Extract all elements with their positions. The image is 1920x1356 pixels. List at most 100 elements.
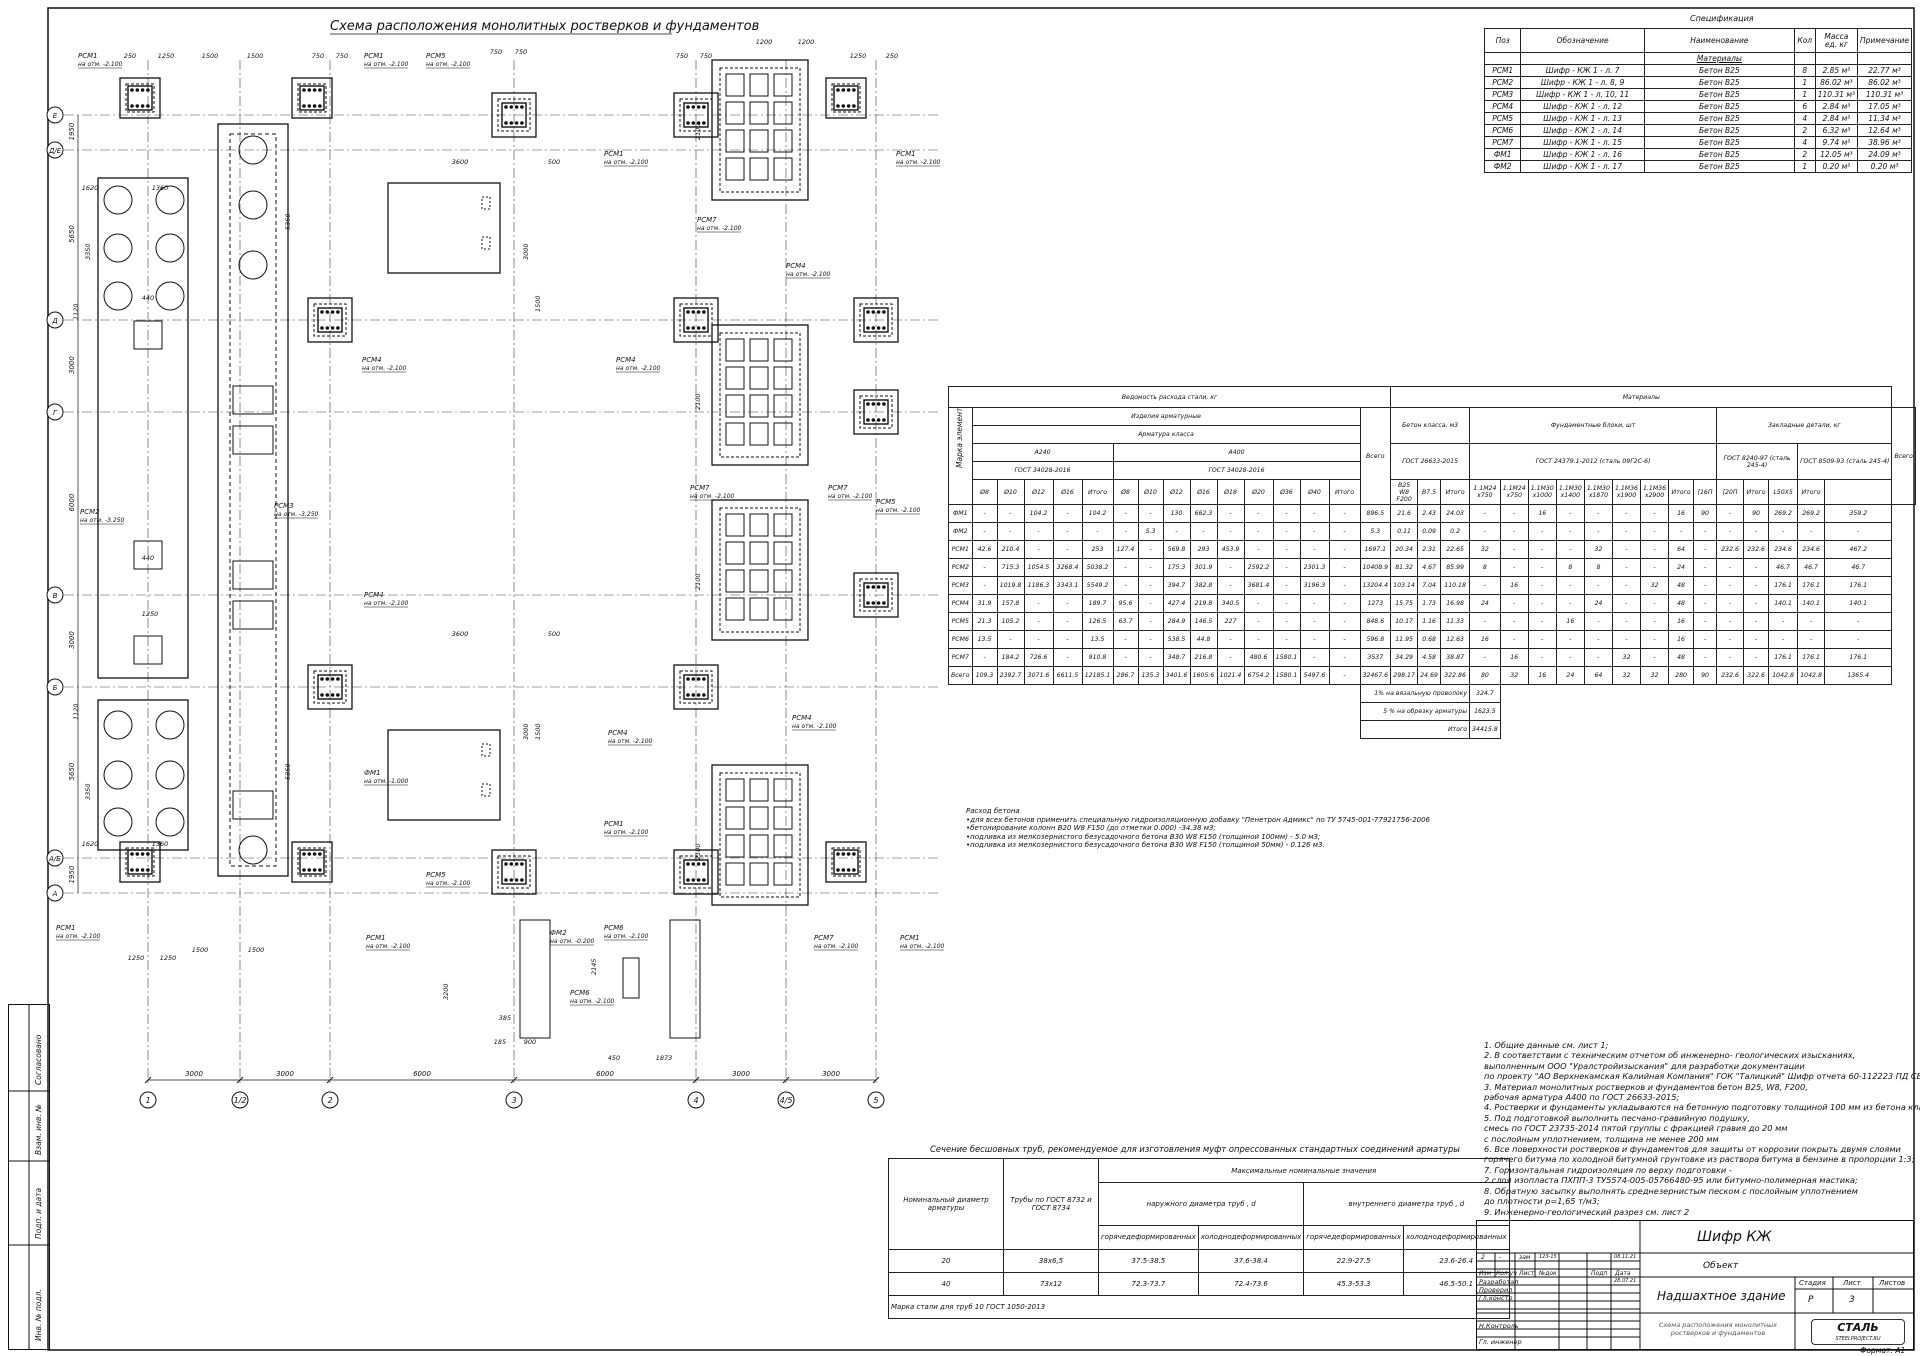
- steel-cell: 5497.6: [1299, 666, 1330, 685]
- steel-cell: -: [1639, 540, 1670, 559]
- steel-cell: 16: [1499, 576, 1529, 595]
- steel-cell: -: [1328, 666, 1361, 685]
- dim-text: 500: [548, 158, 560, 166]
- axis-bubble: [46, 884, 64, 902]
- steel-cell: 32: [1583, 540, 1613, 559]
- object-label: Объект: [1703, 1261, 1739, 1271]
- anchor-bolt: [866, 585, 870, 589]
- anchor-bolt: [135, 868, 140, 872]
- pile-square: [725, 513, 745, 537]
- steel-cell: -: [1611, 558, 1642, 577]
- rsm7-inner: [719, 67, 801, 193]
- dim-text: 3000: [732, 1070, 750, 1078]
- steel-cell: 11.33: [1440, 612, 1471, 631]
- steel-cell: -: [1716, 522, 1745, 541]
- dim-text: 6000: [413, 1070, 431, 1078]
- steel-cell: -: [1112, 504, 1139, 523]
- anchor-bolt: [520, 862, 524, 866]
- axis-bubble: [505, 1091, 523, 1109]
- rsm5-label-elev: на отм. -2.100: [876, 507, 921, 514]
- note-line: 1. Общие данные см. лист 1;: [1484, 1040, 1609, 1050]
- dim-text: 1250: [850, 52, 867, 60]
- dim-text: 1250: [158, 52, 175, 60]
- note-line: до плотности р=1,65 т/м3;: [1484, 1196, 1600, 1207]
- steel-cell: -: [971, 522, 998, 541]
- rsm7-inner: [719, 772, 801, 898]
- pipe-cold: холоднодеформированных: [1197, 1224, 1305, 1251]
- steel-cell: РСМ2: [948, 558, 973, 577]
- steel-cell: -: [1023, 630, 1054, 649]
- steel-col-header: Итого: [1743, 479, 1770, 505]
- steel-cell: 2.31: [1417, 540, 1442, 559]
- steel-cell: 175.3: [1162, 558, 1191, 577]
- rsm4-label-elev: на отм. -2.100: [608, 738, 653, 745]
- steel-cell: 1580.1: [1272, 648, 1301, 667]
- steel-cell: 340.5: [1216, 594, 1245, 613]
- steel-col-header: 1.1М30 х1000: [1527, 479, 1557, 505]
- steel-cell: -: [1216, 522, 1245, 541]
- spec-section: Материалы: [1643, 52, 1795, 65]
- spec-cell: 22.77 м³: [1857, 64, 1912, 77]
- steel-cell: 63.7: [1112, 612, 1139, 631]
- steel-cell: 90: [1693, 504, 1718, 523]
- spec-cell: 11.34 м³: [1857, 112, 1912, 125]
- dim-text: 3350: [84, 783, 92, 800]
- dim-tick: [782, 1076, 790, 1084]
- anchor-bolt: [882, 326, 886, 330]
- steel-cell: 103.14: [1390, 576, 1419, 595]
- steel-cell: 95.6: [1112, 594, 1139, 613]
- steel-cell: -: [1824, 522, 1893, 541]
- axis-label: Д: [51, 317, 58, 325]
- steel-cell: -: [1693, 612, 1718, 631]
- steel-col-header: Ø12: [1023, 479, 1054, 505]
- stamp-label: Согласовано: [34, 1034, 43, 1085]
- spec-cell: РСМ2: [1483, 76, 1522, 89]
- pile-square: [773, 157, 793, 181]
- anchor-bolt: [882, 310, 886, 314]
- anchor-bolt: [135, 104, 140, 108]
- anchor-bolt: [130, 88, 134, 92]
- spec-cell: 1: [1793, 88, 1816, 101]
- steel-cell: -: [1743, 612, 1770, 631]
- dim-text: 5650: [68, 225, 76, 243]
- steel-cell: 3071.6: [1023, 666, 1054, 685]
- rsm6-label: РСМ6: [604, 924, 624, 932]
- pile-cap-inner: [297, 83, 327, 113]
- steel-cell: -: [1583, 612, 1613, 631]
- rsm1-label: РСМ1: [56, 924, 76, 932]
- pile-square: [749, 569, 769, 593]
- anchor-bolt: [130, 868, 134, 872]
- steel-cell: 232.6: [1743, 540, 1770, 559]
- pile-square: [749, 834, 769, 858]
- axis-label: Е: [53, 112, 58, 120]
- steel-cell: -: [1272, 576, 1301, 595]
- anchor-bolt: [841, 104, 846, 108]
- anchor-bolt: [330, 326, 335, 330]
- anchor-bolt: [702, 121, 706, 125]
- pile-square: [773, 338, 793, 362]
- dim-text: 6000: [596, 1070, 614, 1078]
- column-anchor: [317, 674, 343, 700]
- steel-cell: -: [1583, 576, 1613, 595]
- steel-extra-value: 324.7: [1469, 684, 1501, 703]
- rsm7-cap: [711, 764, 809, 906]
- rsm4-label-elev: на отм. -2.100: [786, 271, 831, 278]
- dim-text: 3000: [185, 1070, 203, 1078]
- rsm4-cap: [673, 849, 719, 895]
- rev-cell: 123-15: [1539, 1254, 1557, 1260]
- title-block-grid: [1477, 1221, 1913, 1349]
- spec-cell: Шифр - КЖ 1 - л. 7: [1520, 64, 1645, 77]
- spec-header: Наименование: [1643, 28, 1795, 53]
- axis-bubble: [46, 678, 64, 696]
- anchor-bolt: [307, 852, 312, 856]
- steel-cell: 12.63: [1440, 630, 1471, 649]
- rsm5-cap: [491, 849, 537, 895]
- dim-text: 440: [142, 554, 154, 562]
- column-anchor: [863, 582, 889, 608]
- steel-cell: 1042.8: [1797, 666, 1826, 685]
- spec-cell: 2: [1793, 148, 1816, 161]
